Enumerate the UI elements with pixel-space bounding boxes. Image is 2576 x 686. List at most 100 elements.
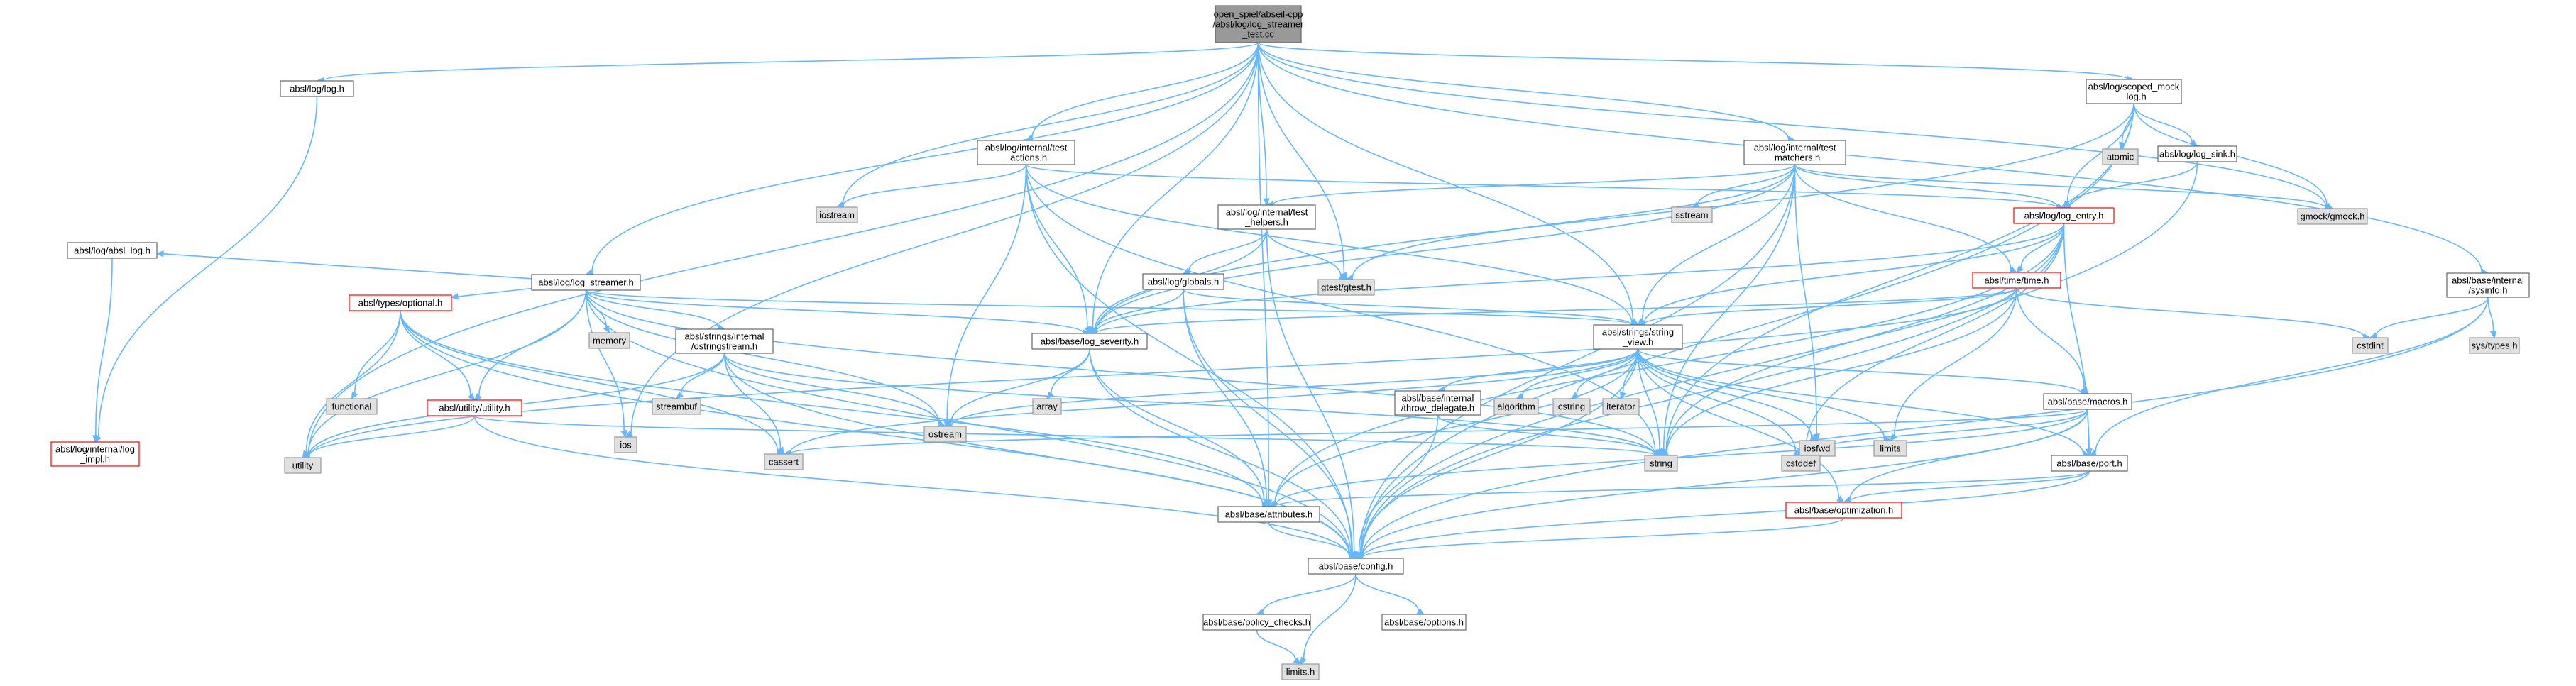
edge-line — [1025, 164, 1633, 323]
edge-line — [2087, 409, 2090, 450]
time-h-node[interactable]: absl/time/time.h — [1972, 272, 2061, 289]
log-entry-node[interactable]: absl/log/log_entry.h — [2013, 207, 2115, 224]
edge-line — [2133, 103, 2193, 143]
sstream-node[interactable]: sstream — [1671, 206, 1713, 223]
cstring-node[interactable]: cstring — [1552, 398, 1591, 415]
node-label-line: _view.h — [1622, 337, 1653, 348]
edge-line — [1521, 348, 1639, 397]
log-streamer-node[interactable]: absl/log/log_streamer.h — [531, 274, 641, 291]
sys-types-node[interactable]: sys/types.h — [2469, 337, 2520, 354]
attributes-node[interactable]: absl/base/attributes.h — [1217, 506, 1320, 523]
node-label-line: absl/log/internal/test — [1226, 207, 1308, 218]
ostream-node[interactable]: ostream — [923, 426, 967, 443]
node-label-line: absl/base/internal — [2452, 275, 2524, 286]
node-box — [2013, 207, 2115, 224]
node-label-line: memory — [593, 336, 626, 346]
node-label-line: absl/base/log_severity.h — [1041, 336, 1139, 347]
log-sink-node[interactable]: absl/log/log_sink.h — [2157, 145, 2237, 162]
edge-line — [1095, 289, 1184, 331]
edge-line — [723, 353, 1351, 557]
node-label-line: _test.cc — [1242, 29, 1274, 40]
port-node[interactable]: absl/base/port.h — [2051, 455, 2128, 472]
dependency-edge-utility_h-to-config — [473, 415, 1357, 561]
node-label-line: absl/log/internal/log — [55, 444, 135, 455]
edge-line — [1095, 223, 2065, 333]
edge-line — [400, 310, 1351, 557]
ostringstream-node[interactable]: absl/strings/internal/ostringstream.h — [675, 328, 774, 354]
edge-line — [322, 42, 1259, 82]
utility-node[interactable]: utility — [284, 457, 322, 474]
optional-node[interactable]: absl/types/optional.h — [349, 294, 452, 311]
ios-node[interactable]: ios — [614, 436, 637, 453]
test-actions-node[interactable]: absl/log/internal/test_actions.h — [977, 140, 1075, 165]
dependency-edge-test_matchers-to-gmock — [1794, 164, 2334, 211]
dependency-edge-throw_delegate-to-config — [1355, 414, 1439, 560]
cstddef-node[interactable]: cstddef — [1781, 455, 1821, 472]
scoped-mock-log-node[interactable]: absl/log/scoped_mock_log.h — [2086, 79, 2182, 104]
node-box — [816, 206, 858, 223]
log-h-node[interactable]: absl/log/log.h — [280, 80, 354, 97]
node-label-line: sstream — [1675, 210, 1708, 221]
edge-arrowhead — [473, 392, 482, 401]
node-box — [50, 441, 140, 467]
dependency-edge-log_streamer-to-ios — [585, 289, 627, 438]
utility-h-node[interactable]: absl/utility/utility.h — [427, 399, 522, 416]
node-label-line: absl/base/internal — [1402, 393, 1474, 404]
edge-line — [1355, 573, 1420, 612]
node-box — [1552, 398, 1591, 415]
test-matchers-node[interactable]: absl/log/internal/test_matchers.h — [1743, 140, 1846, 165]
node-box — [1873, 440, 1907, 457]
config-node[interactable]: absl/base/config.h — [1308, 558, 1404, 575]
cassert-node[interactable]: cassert — [764, 453, 804, 470]
node-box — [427, 399, 522, 416]
dependency-edge-root-to-log_h — [316, 42, 1259, 84]
memory-node[interactable]: memory — [588, 332, 630, 349]
edge-line — [1272, 164, 1796, 206]
limits-h-node[interactable]: limits.h — [1281, 663, 1320, 680]
node-label-line: absl/log/internal/test — [985, 143, 1068, 153]
test-helpers-node[interactable]: absl/log/internal/test_helpers.h — [1217, 204, 1316, 230]
node-box — [588, 332, 630, 349]
iterator-node[interactable]: iterator — [1602, 398, 1640, 415]
node-label-line: absl/base/options.h — [1384, 617, 1464, 628]
throw-delegate-node[interactable]: absl/base/internal/throw_delegate.h — [1394, 390, 1481, 416]
limits-node[interactable]: limits — [1873, 440, 1907, 457]
node-box — [1032, 398, 1062, 415]
macros-node[interactable]: absl/base/macros.h — [2043, 393, 2132, 410]
functional-node[interactable]: functional — [326, 398, 378, 415]
policy-checks-node[interactable]: absl/base/policy_checks.h — [1202, 614, 1311, 631]
streambuf-node[interactable]: streambuf — [652, 398, 701, 415]
edge-line — [591, 42, 1259, 273]
node-box — [2102, 148, 2139, 165]
absl-log-node[interactable]: absl/log/absl_log.h — [67, 242, 158, 259]
string-view-node[interactable]: absl/strings/string_view.h — [1593, 324, 1683, 350]
root-file-node[interactable]: open_spiel/abseil-cpp/absl/log/log_strea… — [1213, 5, 1305, 43]
cstdint-node[interactable]: cstdint — [2352, 337, 2389, 354]
edge-arrowhead — [450, 293, 459, 300]
node-label-line: open_spiel/abseil-cpp — [1214, 9, 1303, 20]
node-box — [2086, 79, 2182, 104]
sysinfo-node[interactable]: absl/base/internal/sysinfo.h — [2446, 272, 2530, 298]
globals-node[interactable]: absl/log/globals.h — [1142, 273, 1224, 290]
edge-arrowhead — [2489, 330, 2497, 339]
log-severity-node[interactable]: absl/base/log_severity.h — [1031, 333, 1148, 350]
edge-line — [2063, 223, 2090, 450]
options-node[interactable]: absl/base/options.h — [1381, 614, 1467, 631]
atomic-node[interactable]: atomic — [2102, 148, 2139, 165]
edge-line — [2375, 297, 2489, 336]
array-node[interactable]: array — [1032, 398, 1062, 415]
node-label-line: cassert — [769, 457, 799, 468]
edge-line — [2487, 297, 2494, 332]
algorithm-node[interactable]: algorithm — [1493, 398, 1539, 415]
log-impl-node[interactable]: absl/log/internal/log_impl.h — [50, 441, 140, 467]
string-node[interactable]: string — [1644, 455, 1678, 472]
edge-line — [95, 258, 113, 436]
gmock-node[interactable]: gmock/gmock.h — [2297, 208, 2368, 225]
node-label-line: absl/log/log.h — [290, 84, 344, 94]
iostream-node[interactable]: iostream — [816, 206, 858, 223]
node-box — [1743, 140, 1846, 165]
node-label-line: algorithm — [1497, 402, 1535, 412]
optimization-node[interactable]: absl/base/optimization.h — [1785, 502, 1902, 519]
gtest-node[interactable]: gtest/gtest.h — [1317, 279, 1375, 296]
iosfwd-node[interactable]: iosfwd — [1799, 440, 1836, 457]
